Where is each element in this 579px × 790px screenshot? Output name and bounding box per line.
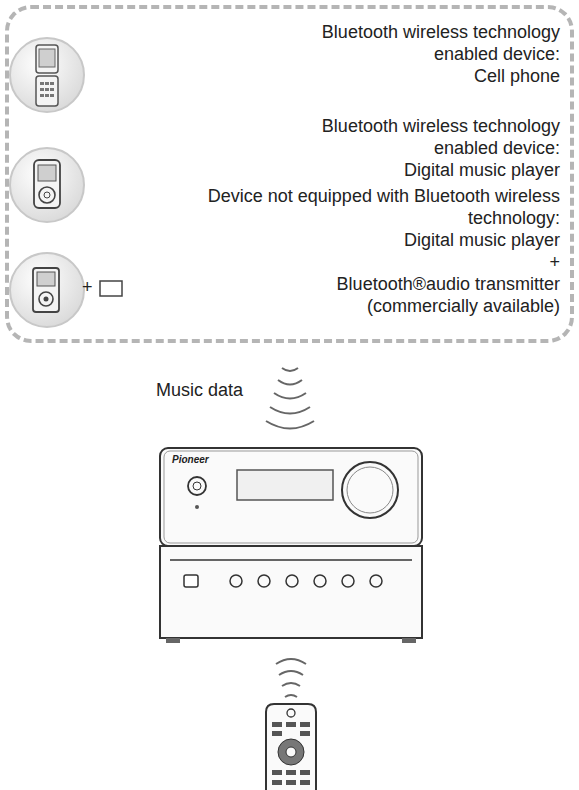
device-description: Bluetooth wireless technology enabled de… bbox=[285, 115, 560, 159]
device-description: Digital music player bbox=[260, 229, 560, 251]
device-description: Digital music player bbox=[260, 159, 560, 181]
device-description: Bluetooth®audio transmitter (commerciall… bbox=[270, 273, 560, 317]
device-description: Device not equipped with Bluetooth wirel… bbox=[180, 185, 560, 229]
remote-control bbox=[266, 704, 316, 790]
plus-sign: + bbox=[82, 277, 93, 298]
device-description: + bbox=[260, 251, 560, 273]
music-player-icon bbox=[10, 148, 84, 222]
device-description: Bluetooth wireless technology enabled de… bbox=[285, 21, 560, 65]
remote-waves bbox=[276, 659, 306, 697]
signal-label: Music data bbox=[156, 380, 243, 401]
cell-phone-icon bbox=[10, 38, 84, 112]
player-transmitter-icon bbox=[10, 253, 122, 327]
wireless-waves bbox=[266, 368, 314, 429]
brand-logo: Pioneer bbox=[172, 454, 209, 465]
device-description: Cell phone bbox=[260, 65, 560, 87]
stereo-unit bbox=[160, 448, 422, 643]
